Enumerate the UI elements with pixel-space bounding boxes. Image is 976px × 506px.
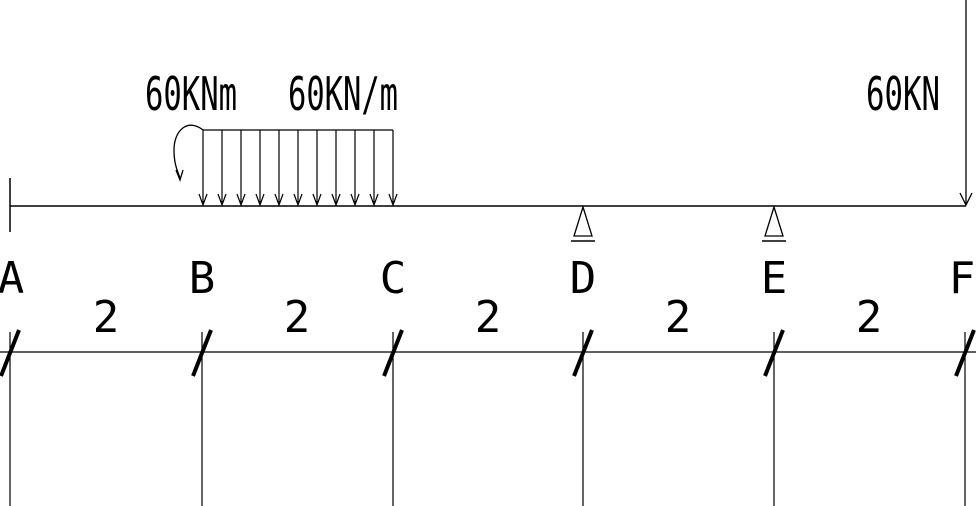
point-label-b: B bbox=[189, 253, 216, 304]
point-load-arrowhead-icon bbox=[959, 192, 973, 207]
distributed-load-arrowhead-icon bbox=[350, 193, 360, 207]
span-label-de: 2 bbox=[665, 292, 692, 343]
distributed-load-arrowhead-icon bbox=[388, 193, 398, 207]
moment-arrowhead-icon bbox=[175, 169, 184, 182]
span-label-bc: 2 bbox=[284, 292, 311, 343]
support-e bbox=[762, 204, 786, 242]
point-label-a: A bbox=[0, 253, 24, 304]
distributed-load-arrowhead-icon bbox=[255, 193, 265, 207]
distributed-load bbox=[198, 129, 398, 207]
span-label-ef: 2 bbox=[856, 292, 883, 343]
dimension-tick bbox=[954, 329, 976, 377]
distributed-load-arrowhead-icon bbox=[293, 193, 303, 207]
dimension-tick bbox=[382, 329, 404, 377]
dimension-tick bbox=[572, 329, 594, 377]
point-label-f: F bbox=[949, 253, 976, 304]
distributed-load-arrowhead-icon bbox=[369, 193, 379, 207]
point-labels: A B C D E F bbox=[0, 253, 975, 304]
moment-load-label: 60KNm bbox=[145, 67, 237, 121]
span-label-ab: 2 bbox=[93, 292, 120, 343]
point-label-d: D bbox=[570, 253, 597, 304]
distributed-load-arrowhead-icon bbox=[274, 193, 284, 207]
support-d-triangle-icon bbox=[573, 204, 593, 237]
dimension-tick bbox=[0, 329, 21, 377]
dimension-ticks bbox=[0, 329, 976, 377]
moment-arrow-icon bbox=[173, 124, 204, 179]
distributed-load-arrowhead-icon bbox=[198, 193, 208, 207]
dimension-extension-lines bbox=[9, 332, 966, 506]
span-labels: 2 2 2 2 2 bbox=[93, 292, 883, 343]
point-label-c: C bbox=[380, 253, 407, 304]
dimension-tick bbox=[763, 329, 785, 377]
distributed-load-arrowhead-icon bbox=[217, 193, 227, 207]
support-e-triangle-icon bbox=[764, 204, 784, 237]
distributed-load-label: 60KN/m bbox=[288, 67, 398, 121]
point-label-e: E bbox=[761, 253, 788, 304]
distributed-load-arrowhead-icon bbox=[312, 193, 322, 207]
span-label-cd: 2 bbox=[475, 292, 502, 343]
dimension-tick bbox=[191, 329, 213, 377]
distributed-load-arrowhead-icon bbox=[236, 193, 246, 207]
distributed-load-arrowhead-icon bbox=[331, 193, 341, 207]
support-d bbox=[571, 204, 595, 242]
point-load-label: 60KN bbox=[866, 67, 940, 121]
